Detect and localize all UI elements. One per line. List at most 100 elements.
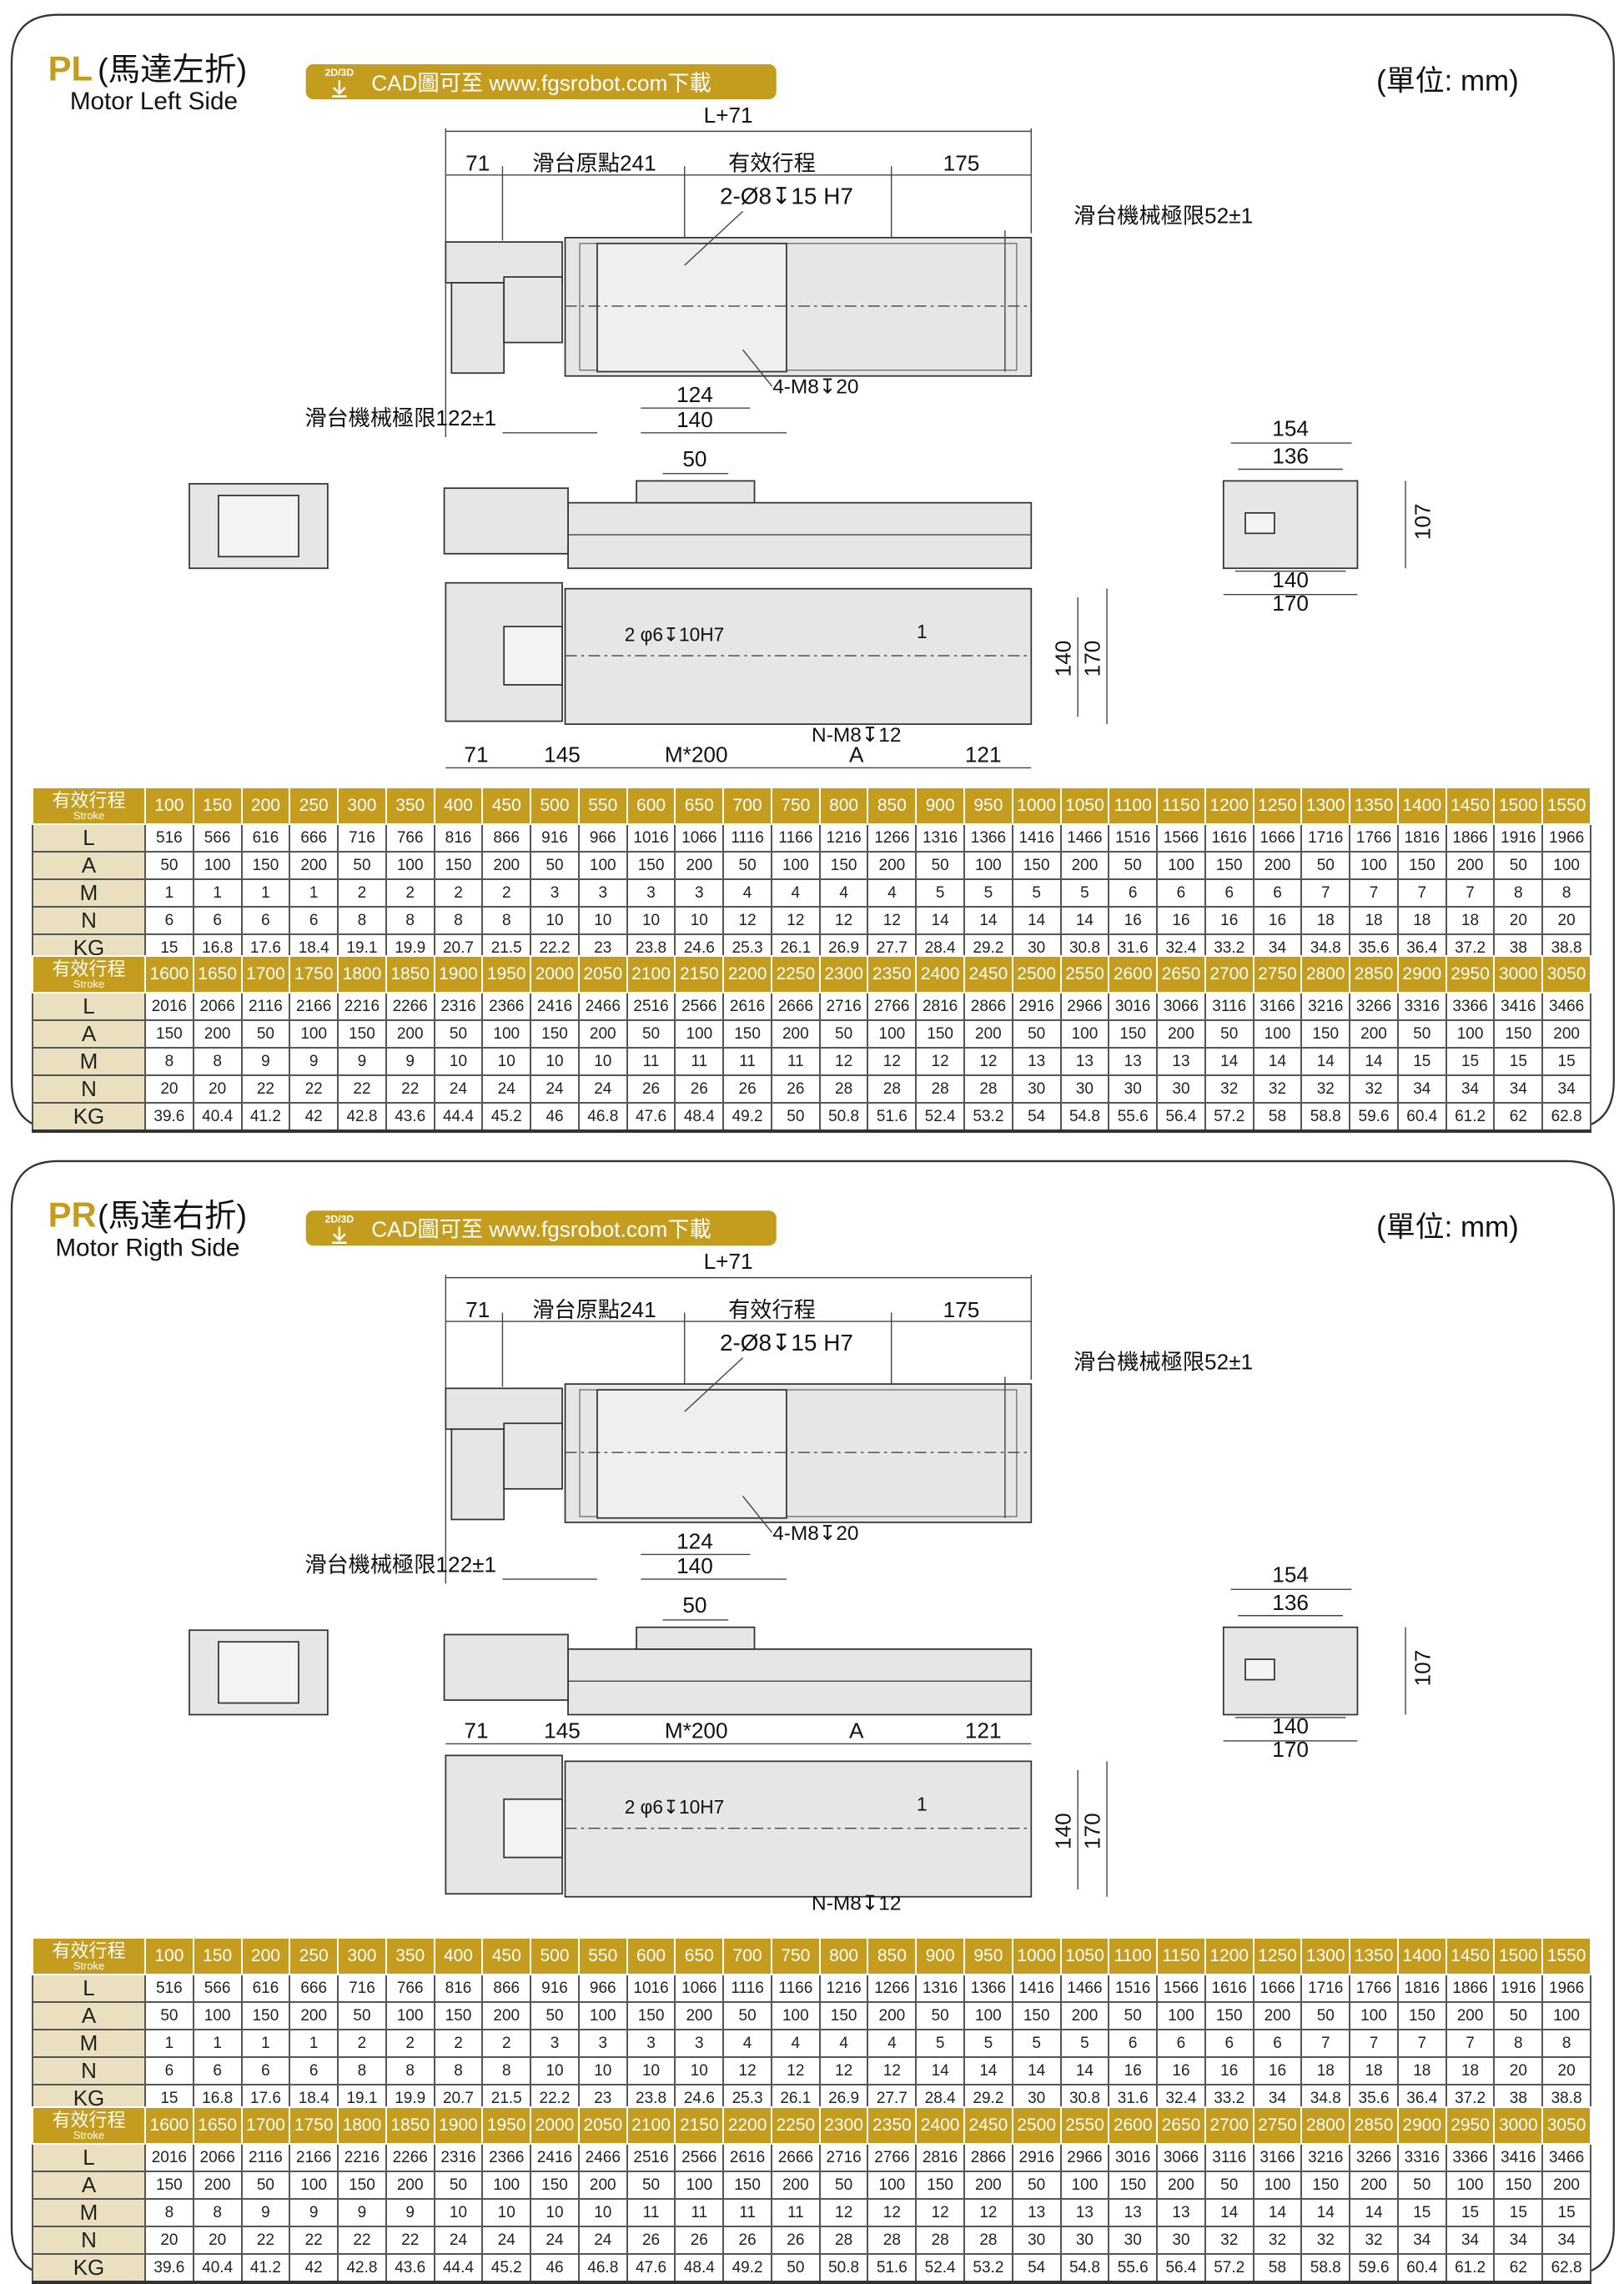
table-cell: 2166 [289, 992, 339, 1021]
row-label: N [32, 906, 146, 935]
table-cell: 46.8 [577, 2253, 628, 2284]
table-cell: 10 [626, 2056, 676, 2085]
dim-124: 124 [676, 382, 713, 407]
table-cell: 40.4 [192, 1102, 243, 1133]
table-cell: 1216 [818, 823, 869, 853]
table-cell: 2666 [770, 2143, 821, 2172]
dim-limit-122: 滑台機械極限122±1 [304, 405, 496, 430]
table-cell: 13 [1108, 2198, 1159, 2227]
table-cell: 100 [1059, 1019, 1110, 1049]
table-cell: 40.4 [192, 2253, 243, 2284]
table-cell: 47.6 [626, 1102, 676, 1133]
dimension-line [684, 210, 744, 266]
table-cell: 12 [722, 2056, 772, 2085]
stroke-value-cell: 1200 [1204, 787, 1254, 825]
end-view-port [1244, 1658, 1275, 1681]
table-cell: 200 [963, 2171, 1013, 2200]
row-label: L [32, 1974, 146, 2003]
table-cell: 8 [337, 906, 387, 935]
table-cell: 2116 [240, 992, 291, 1021]
table-cell: 3 [626, 2029, 676, 2058]
stroke-value-cell: 1750 [289, 955, 339, 994]
stroke-value-cell: 600 [626, 1937, 676, 1975]
table-cell: 30 [1108, 2226, 1159, 2255]
dim-140-bottom: 140 [1050, 641, 1075, 677]
side-view-carriage [636, 1626, 756, 1650]
table-cell: 42 [289, 2253, 339, 2284]
table-cell: 3 [577, 2029, 628, 2058]
dim-m8-holes: 4-M8↧20 [772, 376, 858, 399]
stroke-value-cell: 350 [385, 787, 435, 825]
table-cell: 6 [289, 906, 339, 935]
table-cell: 2266 [385, 2143, 435, 2172]
table-cell: 200 [577, 1019, 628, 1049]
stroke-value-cell: 550 [577, 1937, 628, 1975]
table-cell: 18 [1349, 906, 1399, 935]
table-cell: 49.2 [722, 1102, 772, 1133]
table-cell: 3 [626, 878, 676, 908]
dim-136: 136 [1272, 444, 1309, 469]
table-cell: 2866 [963, 992, 1013, 1021]
row-label: A [32, 1019, 146, 1049]
table-cell: 150 [1493, 2171, 1544, 2200]
table-cell: 34 [1445, 2226, 1496, 2255]
table-cell: 4 [770, 2029, 821, 2058]
table-cell: 1316 [915, 823, 966, 853]
table-cell: 866 [481, 823, 532, 853]
table-cell: 616 [240, 823, 291, 853]
table-cell: 2316 [433, 2143, 484, 2172]
table-cell: 62 [1493, 1102, 1544, 1133]
table-cell: 14 [915, 906, 966, 935]
table-cell: 1166 [770, 1974, 821, 2003]
table-cell: 3066 [1156, 992, 1206, 1021]
table-cell: 2566 [674, 992, 725, 1021]
dim-175: 175 [943, 151, 980, 176]
table-cell: 55.6 [1108, 2253, 1159, 2284]
table-cell: 9 [240, 2198, 291, 2227]
stroke-value-cell: 2450 [963, 955, 1013, 994]
table-cell: 50 [144, 2001, 194, 2030]
table-cell: 50 [722, 2001, 772, 2030]
table-cell: 11 [722, 1047, 772, 1076]
stroke-value-cell: 650 [674, 787, 725, 825]
table-cell: 3 [530, 2029, 580, 2058]
table-cell: 2466 [577, 2143, 628, 2172]
table-cell: 150 [1108, 2171, 1159, 2200]
stroke-value-cell: 2600 [1108, 2106, 1159, 2145]
stroke-value-cell: 2050 [577, 955, 628, 994]
table-cell: 5 [1011, 878, 1062, 908]
table-cell: 16 [1252, 2056, 1303, 2085]
table-cell: 14 [963, 906, 1013, 935]
table-cell: 3466 [1541, 2143, 1591, 2172]
table-cell: 100 [963, 2001, 1013, 2030]
table-cell: 2516 [626, 2143, 676, 2172]
table-cell: 1166 [770, 823, 821, 853]
table-cell: 8 [192, 2198, 243, 2227]
dim-50: 50 [682, 446, 706, 471]
table-cell: 1766 [1349, 1974, 1399, 2003]
stroke-value-cell: 1250 [1252, 787, 1303, 825]
table-cell: 62.8 [1541, 1102, 1591, 1133]
table-cell: 32 [1349, 2226, 1399, 2255]
stroke-value-cell: 2750 [1252, 955, 1303, 994]
table-cell: 916 [530, 823, 580, 853]
table-cell: 62 [1493, 2253, 1544, 2284]
dim-a: A [849, 1718, 864, 1743]
table-cell: 46 [530, 2253, 580, 2284]
table-cell: 6 [289, 2056, 339, 2085]
table-cell: 1 [144, 2029, 194, 2058]
table-cell: 32 [1252, 2226, 1303, 2255]
table-cell: 3416 [1493, 992, 1544, 1021]
dim-limit-122: 滑台機械極限122±1 [304, 1552, 496, 1577]
table-cell: 1266 [867, 823, 918, 853]
stroke-value-cell: 700 [722, 787, 772, 825]
table-cell: 1366 [963, 1974, 1013, 2003]
table-cell: 1016 [626, 823, 676, 853]
table-cell: 100 [770, 851, 821, 880]
table-cell: 966 [577, 1974, 628, 2003]
table-cell: 11 [770, 2198, 821, 2227]
table-cell: 24 [577, 2226, 628, 2255]
stroke-value-cell: 250 [289, 787, 339, 825]
